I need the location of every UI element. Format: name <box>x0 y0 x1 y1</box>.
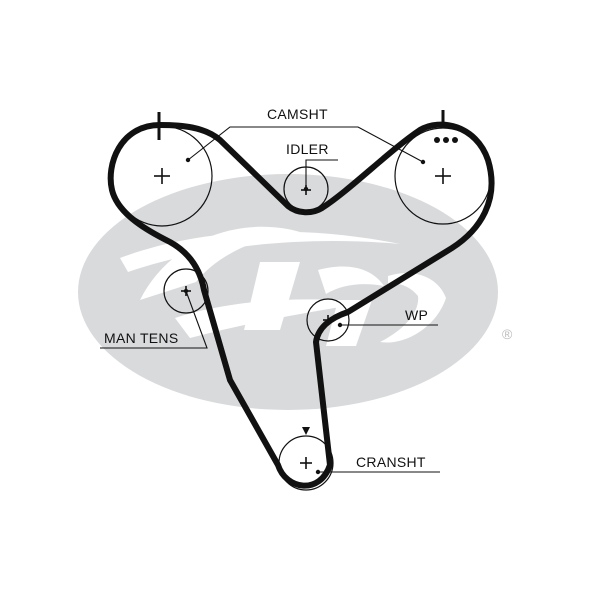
label-man-tens: MAN TENS <box>104 330 179 346</box>
crank-timing-arrow <box>302 427 310 435</box>
label-cranshht: CRANSHT <box>356 454 426 470</box>
gates-watermark-logo <box>78 174 498 410</box>
label-camsht: CAMSHT <box>267 106 328 122</box>
timing-belt <box>107 121 495 489</box>
crankshaft-pulley <box>278 427 334 491</box>
leader-lines <box>100 126 440 475</box>
label-idler: IDLER <box>286 141 329 157</box>
water-pump-pulley <box>306 298 350 342</box>
label-wp: WP <box>405 307 428 323</box>
registered-mark: ® <box>502 326 513 342</box>
camshaft-pulley-left <box>111 112 213 227</box>
camshaft-pulley-right <box>394 110 492 225</box>
